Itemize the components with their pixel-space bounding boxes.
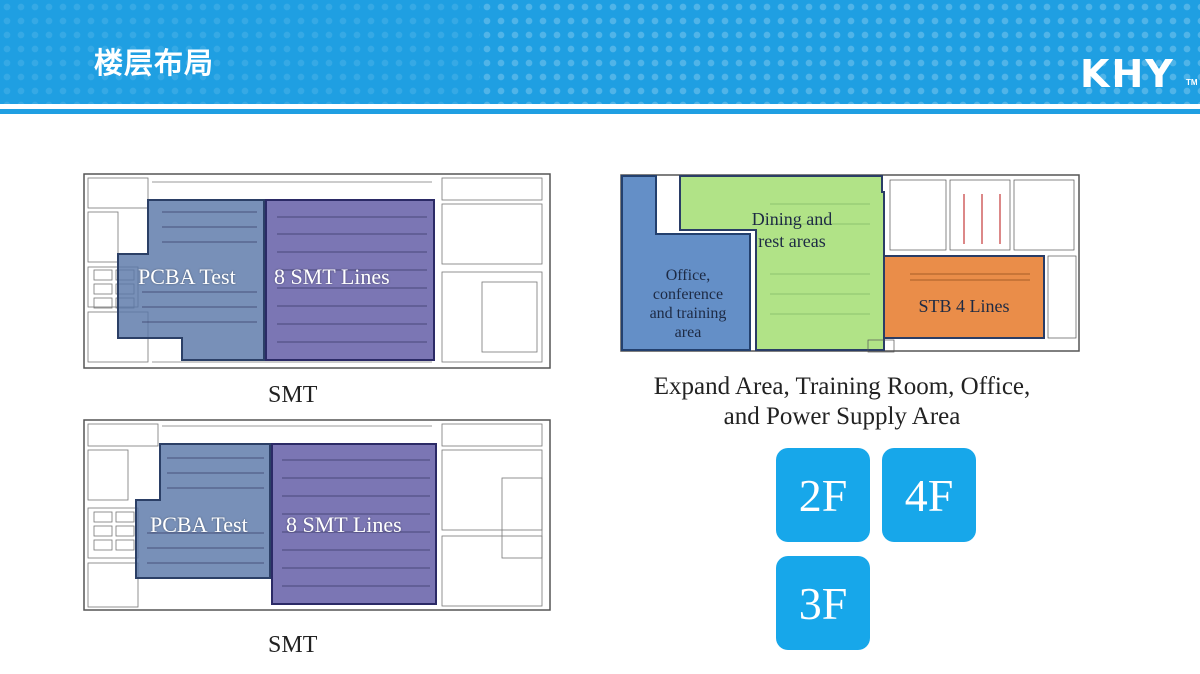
office-area-label: Office, conference and training area — [649, 267, 727, 341]
floor-3f-button[interactable]: 3F — [776, 556, 870, 650]
floor-plan-right-drawing — [620, 174, 1080, 354]
stb-lines-label: STB 4 Lines — [918, 296, 1010, 316]
floor-4f-button[interactable]: 4F — [882, 448, 976, 542]
smt-lines-label-top: 8 SMT Lines — [274, 264, 390, 289]
header-dot-pattern-right — [480, 0, 1200, 104]
floor-plan-right: Office, conference and training area Din… — [620, 174, 1080, 354]
header-dot-pattern-left — [0, 0, 480, 104]
floor-plan-top-drawing — [82, 172, 552, 372]
floor-plan-top: PCBA Test 8 SMT Lines — [82, 172, 552, 372]
right-caption-line2: and Power Supply Area — [723, 403, 961, 430]
pcba-test-label-bottom: PCBA Test — [150, 512, 248, 537]
khy-logo: KHY — [1080, 52, 1175, 96]
dining-area-label: Dining and rest areas — [751, 209, 833, 251]
floor-plan-bottom: PCBA Test 8 SMT Lines — [82, 418, 552, 614]
right-caption: Expand Area, Training Room, Office, and … — [600, 372, 1084, 432]
header-stripe — [0, 109, 1200, 114]
smt-caption-bottom: SMT — [268, 632, 318, 658]
smt-lines-label-bottom: 8 SMT Lines — [286, 512, 402, 537]
header-gap — [0, 104, 1200, 109]
logo-trademark: TM — [1186, 78, 1198, 87]
floor-plan-bottom-drawing — [82, 418, 552, 614]
header-banner: 楼层布局 KHY TM — [0, 0, 1200, 104]
pcba-test-label-top: PCBA Test — [138, 264, 236, 289]
smt-caption-top: SMT — [268, 382, 318, 408]
floor-2f-button[interactable]: 2F — [776, 448, 870, 542]
page-title: 楼层布局 — [94, 46, 215, 80]
right-caption-line1: Expand Area, Training Room, Office, — [653, 373, 1031, 400]
